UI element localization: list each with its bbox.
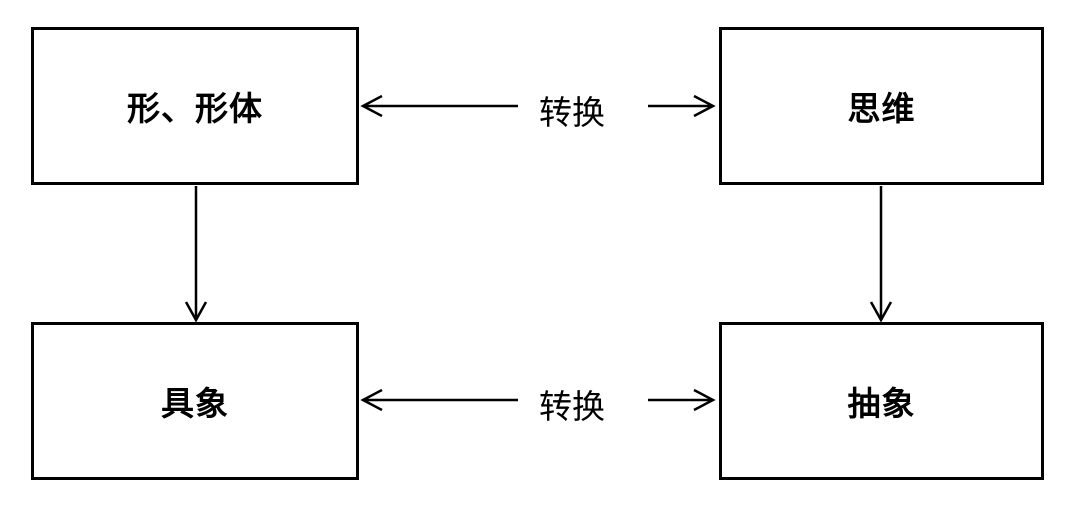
box-concrete: 具象 — [31, 322, 359, 480]
box-thinking-label: 思维 — [847, 90, 916, 127]
right-down-arrow — [869, 186, 893, 323]
box-thinking: 思维 — [719, 27, 1044, 185]
bottom-transform-label: 转换 — [539, 388, 605, 425]
box-abstract: 抽象 — [719, 322, 1044, 480]
bottom-transform-left-arrow — [360, 388, 518, 412]
box-abstract-label: 抽象 — [847, 385, 916, 422]
box-shape-form-label: 形、形体 — [127, 90, 263, 127]
top-transform-left-arrow — [360, 94, 518, 118]
left-down-arrow — [184, 186, 208, 323]
box-concrete-label: 具象 — [161, 385, 229, 422]
top-transform-label: 转换 — [539, 94, 605, 131]
bottom-transform-right-arrow — [648, 388, 716, 412]
top-transform-right-arrow — [648, 94, 716, 118]
box-shape-form: 形、形体 — [31, 27, 359, 185]
